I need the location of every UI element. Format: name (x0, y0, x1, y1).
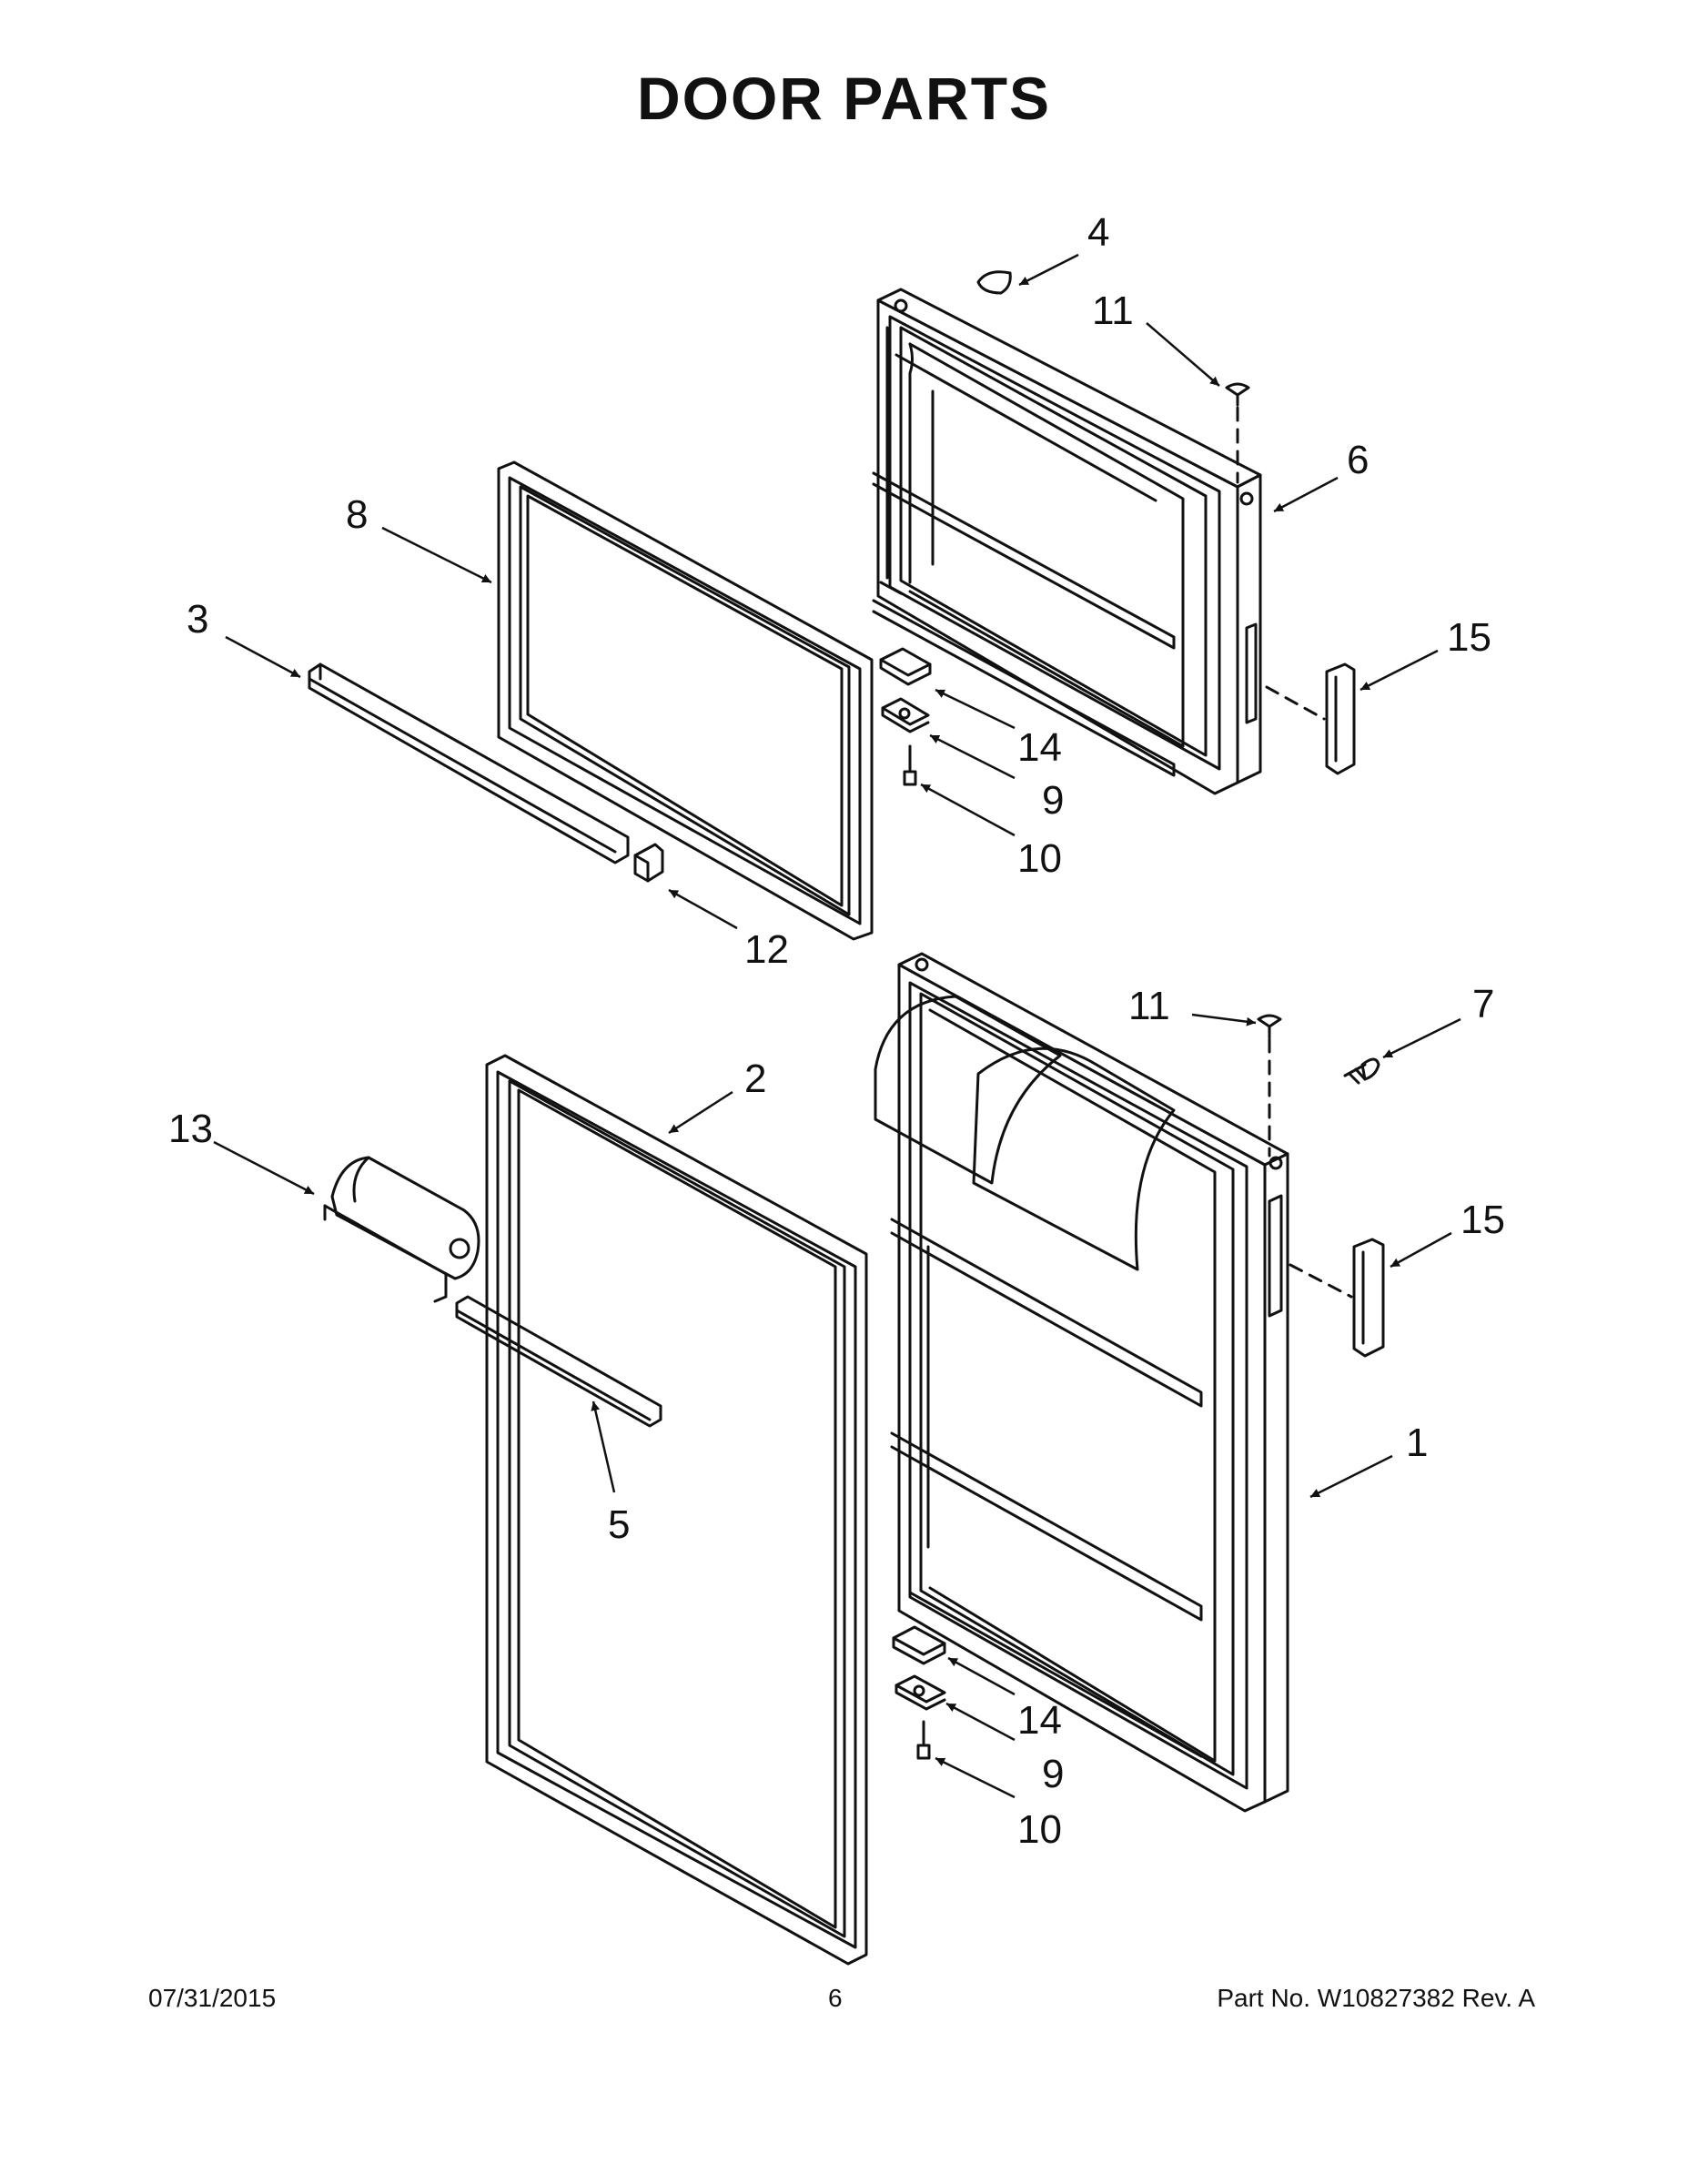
callout-3: 3 (187, 597, 208, 642)
fresh-food-hinge-parts (892, 1625, 946, 1760)
freezer-screw-part-11 (1225, 382, 1250, 407)
callout-12: 12 (744, 927, 789, 972)
handle-cover-part-15-lower (1352, 1238, 1385, 1358)
leader-11-lower (1191, 1013, 1257, 1026)
screw-part-7 (1343, 1057, 1380, 1085)
fresh-food-door-part-1 (874, 952, 1289, 1813)
leader-14-upper (935, 688, 1016, 730)
callout-7: 7 (1472, 982, 1494, 1026)
callout-9-upper: 9 (1042, 778, 1064, 823)
leader-15-upper (1359, 649, 1439, 692)
callout-8: 8 (346, 492, 368, 537)
callout-1: 1 (1406, 1421, 1428, 1465)
footer-part-number: Part No. W10827382 Rev. A (1217, 1984, 1535, 2012)
leader-9-upper (929, 733, 1016, 780)
leader-1 (1309, 1454, 1393, 1499)
callout-15-lower: 15 (1461, 1198, 1505, 1242)
leader-9-lower (945, 1702, 1016, 1742)
leader-5 (591, 1400, 616, 1493)
callout-13: 13 (168, 1107, 213, 1151)
callout-11-lower: 11 (1128, 984, 1170, 1028)
callout-5: 5 (608, 1502, 630, 1547)
footer-page-number: 6 (828, 1984, 843, 2012)
page-title: DOOR PARTS (636, 65, 1052, 132)
callout-14-lower: 14 (1017, 1698, 1062, 1743)
callout-14-upper: 14 (1017, 725, 1062, 770)
callout-labels: 4 11 6 8 3 15 14 9 10 12 11 7 2 13 15 1 … (168, 210, 1505, 1852)
callout-4: 4 (1087, 210, 1109, 255)
freezer-gasket-part-8 (497, 460, 874, 941)
callout-2: 2 (744, 1057, 766, 1101)
leader-2 (668, 1090, 733, 1135)
callout-9-lower: 9 (1042, 1752, 1064, 1796)
leader-10-upper (920, 783, 1016, 837)
leader-7 (1382, 1017, 1461, 1059)
leader-4 (1018, 253, 1079, 287)
fresh-food-screw-part-11 (1257, 1014, 1282, 1039)
leader-11-upper (1146, 322, 1220, 387)
leader-8 (381, 526, 492, 584)
freezer-door-part-6 (872, 288, 1262, 795)
leader-3 (225, 635, 301, 679)
callout-11-upper: 11 (1092, 288, 1134, 333)
leader-12 (668, 888, 738, 930)
callout-10-lower: 10 (1017, 1807, 1062, 1852)
leader-13 (213, 1140, 315, 1196)
handle-cover-part-15-upper (1325, 662, 1356, 775)
trim-part-5 (455, 1295, 662, 1428)
cover-part-13 (323, 1156, 480, 1303)
leader-10-lower (935, 1756, 1016, 1799)
fresh-food-gasket-part-2 (485, 1054, 868, 1966)
freezer-hinge-parts (879, 647, 932, 786)
leader-15-lower (1390, 1231, 1452, 1269)
trim-part-3 (308, 662, 630, 864)
leader-lines (213, 253, 1461, 1799)
clip-part-12 (633, 843, 664, 883)
footer-date: 07/31/2015 (148, 1984, 277, 2012)
callout-10-upper: 10 (1017, 836, 1062, 881)
plug-part-4 (976, 270, 1012, 295)
callout-15-upper: 15 (1447, 615, 1491, 660)
callout-6: 6 (1347, 438, 1369, 482)
leader-6 (1273, 476, 1339, 513)
leader-14-lower (947, 1656, 1016, 1696)
